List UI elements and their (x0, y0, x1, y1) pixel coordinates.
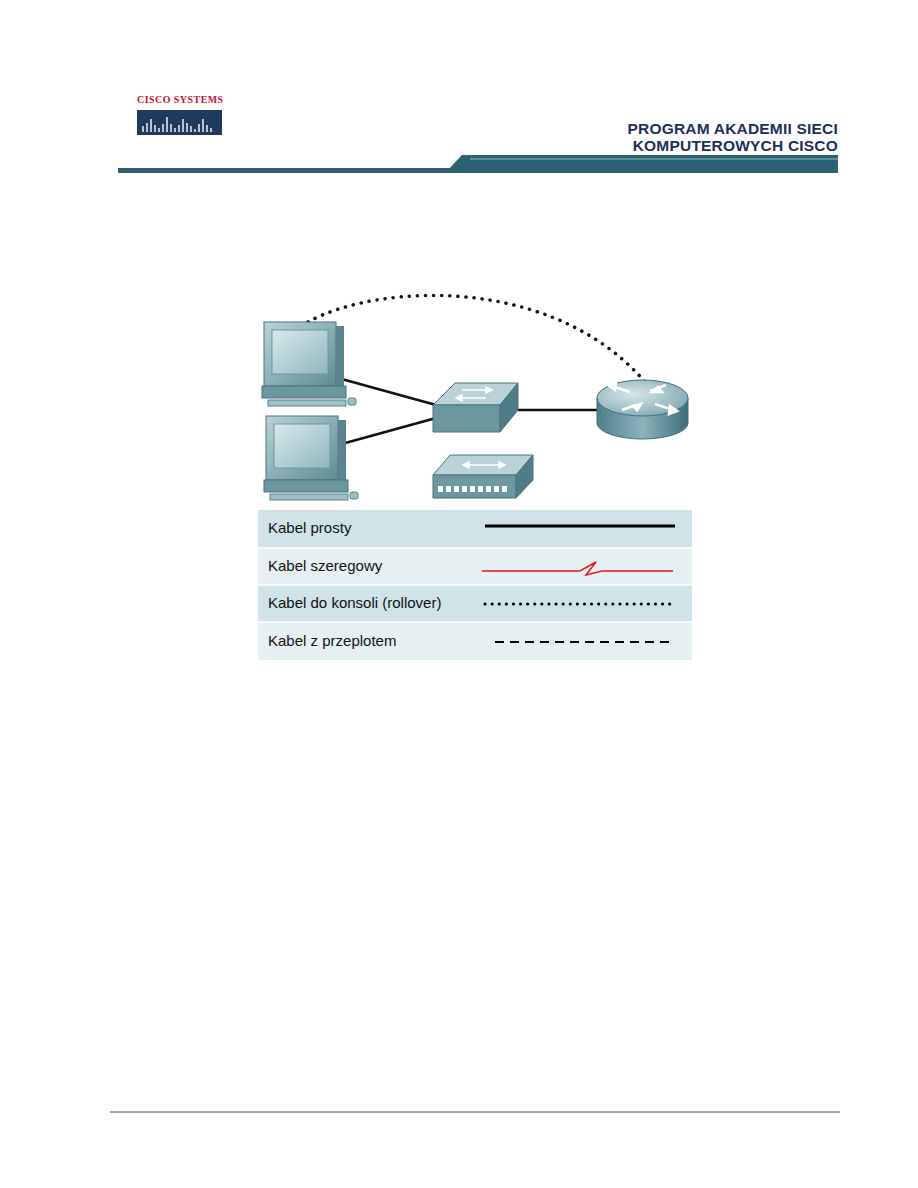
legend-text: Kabel prosty (268, 519, 351, 536)
header-title: KOMPUTEROWYCH CISCO (633, 137, 838, 155)
legend-text: Kabel z przeplotem (268, 632, 396, 649)
legend-text: Kabel do konsoli (rollover) (268, 594, 441, 611)
legend-sample (485, 603, 675, 606)
legend-text: Kabel szeregowy (268, 557, 382, 574)
legend-sample (482, 562, 673, 575)
logo-text: CISCO SYSTEMS (137, 94, 224, 105)
legend-sample (495, 641, 675, 643)
header-title: PROGRAM AKADEMII SIECI (627, 120, 838, 138)
legend-sample (485, 525, 675, 528)
